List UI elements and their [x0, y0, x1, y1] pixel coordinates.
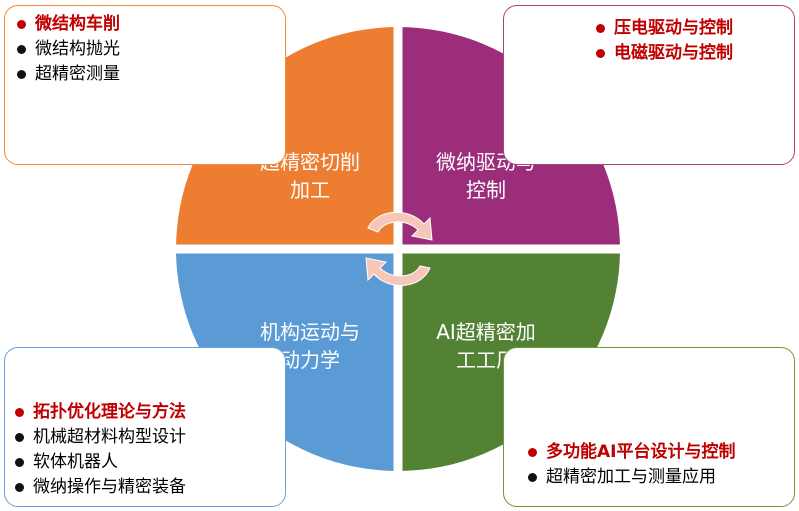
- list-item: 微纳操作与精密装备: [11, 475, 277, 500]
- box-bottom-right: 多功能AI平台设计与控制 超精密加工与测量应用: [503, 347, 795, 507]
- list-item: 微结构抛光: [13, 37, 277, 62]
- quadrant-mechanism-kinematics: [176, 249, 398, 471]
- box-bottom-left: 拓扑优化理论与方法 机械超材料构型设计 软体机器人 微纳操作与精密装备: [4, 347, 286, 507]
- list-item: 超精密加工与测量应用: [524, 465, 790, 490]
- list-item: 压电驱动与控制: [592, 16, 782, 41]
- quadrant-label-line1: 机构运动与: [260, 320, 360, 344]
- list-item: 电磁驱动与控制: [592, 41, 782, 66]
- quadrant-label-line2: 控制: [466, 178, 506, 202]
- list-item: 机械超材料构型设计: [11, 425, 277, 450]
- quadrant-label-bottom-left: 机构运动与 动力学: [240, 318, 380, 374]
- list-item: 多功能AI平台设计与控制: [524, 440, 790, 465]
- cycle-arrows-icon: [365, 211, 433, 286]
- quadrant-label-line2: 加工: [290, 178, 330, 202]
- quadrant-ultra-precision-cutting: [176, 27, 398, 249]
- box-top-left: 微结构车削 微结构抛光 超精密测量: [4, 5, 286, 165]
- quadrant-label-line2: 动力学: [280, 348, 340, 372]
- list-item: 软体机器人: [11, 450, 277, 475]
- list-item: 拓扑优化理论与方法: [11, 400, 277, 425]
- list-item: 超精密测量: [13, 62, 277, 87]
- list-item: 微结构车削: [13, 12, 277, 37]
- quadrant-label-line1: AI超精密加: [436, 320, 536, 344]
- box-top-right: 压电驱动与控制 电磁驱动与控制: [503, 5, 795, 165]
